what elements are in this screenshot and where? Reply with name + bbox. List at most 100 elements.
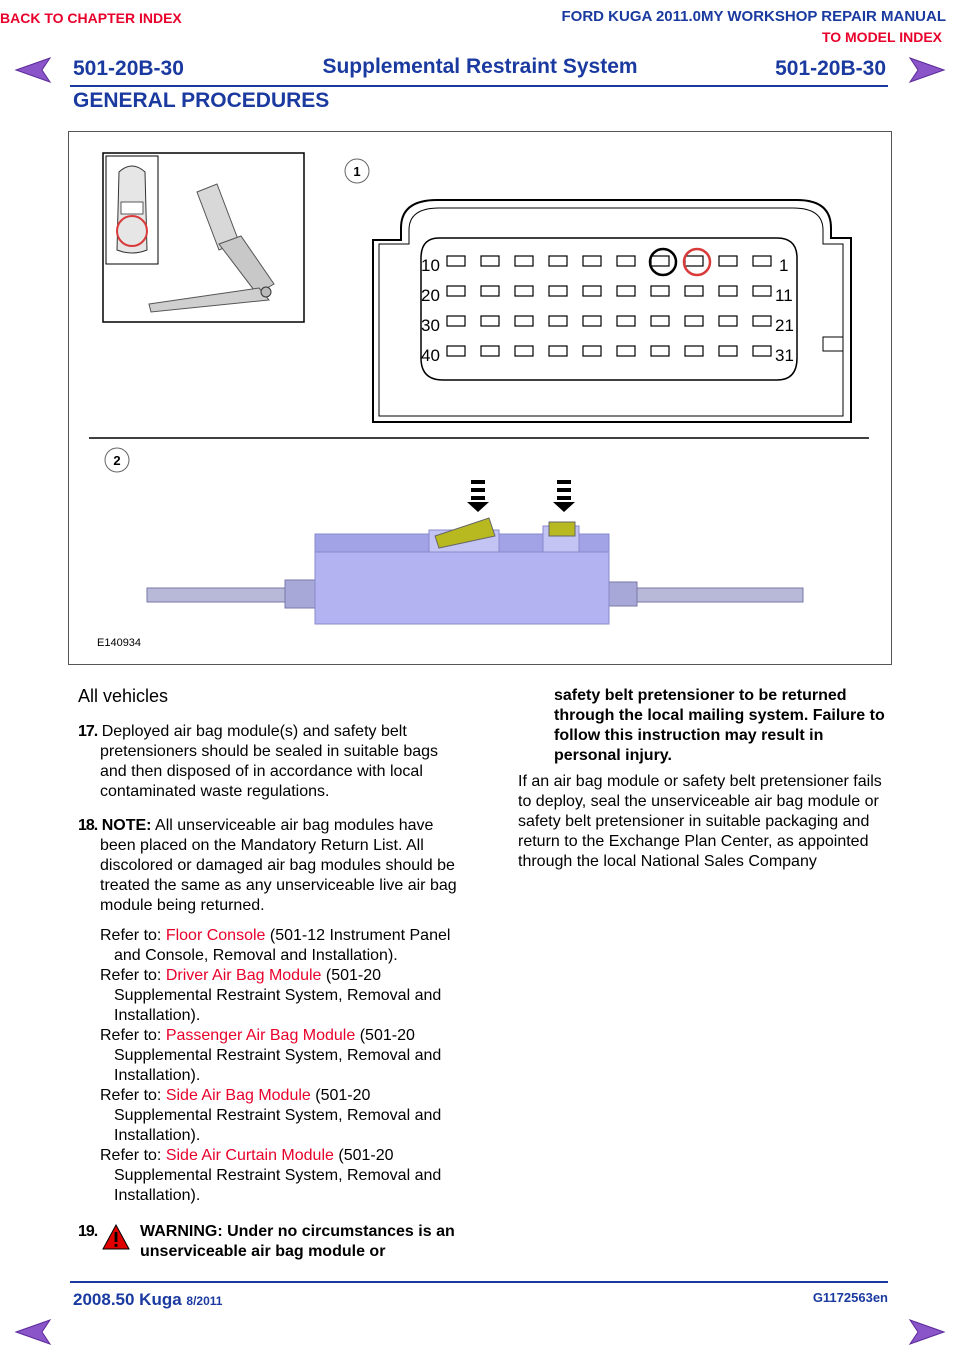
connector-pin xyxy=(718,255,738,267)
connector-pin xyxy=(650,315,670,327)
next-page-arrow-icon[interactable] xyxy=(908,56,946,84)
illustration-frame: 1 10 20 30 40 1 11 21 31 2 xyxy=(68,131,892,665)
reference-item: Refer to: Driver Air Bag Module (501-20 … xyxy=(100,967,442,1024)
previous-page-arrow-icon[interactable] xyxy=(14,56,52,84)
connector-pin xyxy=(446,255,466,267)
subsection-heading: All vehicles xyxy=(78,686,169,706)
floor-console-link[interactable]: Floor Console xyxy=(165,927,266,944)
footer-divider xyxy=(70,1281,888,1283)
connector-pin xyxy=(480,315,500,327)
side-air-curtain-module-link[interactable]: Side Air Curtain Module xyxy=(165,1147,334,1164)
connector-pin xyxy=(616,255,636,267)
connector-pin xyxy=(684,345,704,357)
footer-model: 2008.50 Kuga 8/2011 xyxy=(73,1290,223,1309)
next-page-bottom-arrow-icon[interactable] xyxy=(908,1318,946,1346)
connector-pin xyxy=(650,255,670,267)
connector-pin xyxy=(480,345,500,357)
push-arrow-1-icon xyxy=(467,480,489,512)
step-18-text: All unserviceable air bag modules have b… xyxy=(100,817,457,914)
location-marker-icon xyxy=(116,215,148,247)
back-to-chapter-index-link[interactable]: BACK TO CHAPTER INDEX xyxy=(0,10,182,26)
callout-2-icon xyxy=(104,447,130,473)
previous-page-bottom-arrow-icon[interactable] xyxy=(14,1318,52,1346)
pin-label-31: 31 xyxy=(775,346,794,365)
figure-id: E140934 xyxy=(97,637,142,649)
connector-pin xyxy=(752,315,772,327)
connector-pin xyxy=(718,285,738,297)
connector-pin xyxy=(718,345,738,357)
connector-pin xyxy=(650,345,670,357)
step-17: 17. Deployed air bag module(s) and safet… xyxy=(78,722,468,802)
step-18-number: 18. xyxy=(78,817,98,834)
connector-pin xyxy=(446,315,466,327)
push-arrow-2-icon xyxy=(553,480,575,512)
step-17-number: 17. xyxy=(78,723,98,740)
header-divider xyxy=(70,85,888,87)
connector-pin xyxy=(684,255,704,267)
connector-illustration: 1 10 20 30 40 1 11 21 31 2 xyxy=(89,152,869,625)
side-air-bag-module-link[interactable]: Side Air Bag Module xyxy=(165,1087,311,1104)
step-19-text: If an air bag module or safety belt pret… xyxy=(518,773,882,870)
passenger-air-bag-module-link[interactable]: Passenger Air Bag Module xyxy=(165,1027,356,1044)
connector-pin xyxy=(616,345,636,357)
pin-label-1: 1 xyxy=(779,256,788,275)
warning-text-part2: safety belt pretensioner to be returned … xyxy=(554,687,885,764)
pin-label-40: 40 xyxy=(421,346,440,365)
connector-pin xyxy=(548,285,568,297)
connector-pin xyxy=(446,285,466,297)
connector-pin xyxy=(582,315,602,327)
reference-item: Refer to: Passenger Air Bag Module (501-… xyxy=(100,1027,442,1084)
connector-pin xyxy=(616,285,636,297)
connector-pin xyxy=(548,345,568,357)
footer-date: 8/2011 xyxy=(186,1294,223,1308)
step-17-text: Deployed air bag module(s) and safety be… xyxy=(100,723,439,800)
connector-pin xyxy=(650,285,670,297)
connector-pin xyxy=(548,315,568,327)
pin-label-21: 21 xyxy=(775,316,794,335)
reference-item: Refer to: Side Air Bag Module (501-20 Su… xyxy=(100,1087,442,1144)
driver-air-bag-module-link[interactable]: Driver Air Bag Module xyxy=(165,967,322,984)
pin-label-20: 20 xyxy=(421,286,440,305)
connector-pin xyxy=(514,255,534,267)
connector-pin xyxy=(514,315,534,327)
page-title: Supplemental Restraint System xyxy=(322,55,638,78)
callout-1-icon xyxy=(344,158,370,184)
to-model-index-link[interactable]: TO MODEL INDEX xyxy=(821,29,942,45)
connector-pin xyxy=(616,315,636,327)
connector-pin xyxy=(582,345,602,357)
pin-label-11: 11 xyxy=(775,286,793,305)
manual-title: FORD KUGA 2011.0MY WORKSHOP REPAIR MANUA… xyxy=(561,8,947,25)
section-title: GENERAL PROCEDURES xyxy=(73,89,330,112)
step-18-note-label: NOTE: xyxy=(101,817,152,834)
page-code-right: 501-20B-30 xyxy=(775,57,886,80)
connector-pin xyxy=(582,255,602,267)
reference-item: Refer to: Floor Console (501-12 Instrume… xyxy=(100,927,451,964)
page-code-left: 501-20B-30 xyxy=(73,57,184,80)
connector-pin xyxy=(514,345,534,357)
connector-pin xyxy=(752,255,772,267)
connector-pin xyxy=(480,255,500,267)
connector-pin xyxy=(582,285,602,297)
callout-1-label: 1 xyxy=(353,164,360,179)
connector-pin xyxy=(684,315,704,327)
pin-grid xyxy=(446,255,772,357)
pin-label-10: 10 xyxy=(421,256,440,275)
pin-label-30: 30 xyxy=(421,316,440,335)
step-19-number: 19. xyxy=(78,1223,98,1240)
connector-pin xyxy=(480,285,500,297)
references-list: Refer to: Floor Console (501-12 Instrume… xyxy=(100,926,470,1206)
locking-tab-icon xyxy=(434,517,496,549)
highlight-pin-black-icon xyxy=(648,247,678,277)
connector-pin xyxy=(684,285,704,297)
connector-pin xyxy=(752,345,772,357)
reference-item: Refer to: Side Air Curtain Module (501-2… xyxy=(100,1147,442,1204)
seatbelt-buckle-icon xyxy=(148,183,275,313)
connector-pin xyxy=(514,285,534,297)
locking-clip-icon xyxy=(548,521,576,537)
callout-2-label: 2 xyxy=(113,453,120,468)
warning-text-part1: WARNING: Under no circumstances is an un… xyxy=(140,1223,455,1260)
connector-pin xyxy=(548,255,568,267)
connector-pin xyxy=(718,315,738,327)
highlight-pin-red-icon xyxy=(682,247,712,277)
warning-triangle-icon xyxy=(102,1223,130,1250)
